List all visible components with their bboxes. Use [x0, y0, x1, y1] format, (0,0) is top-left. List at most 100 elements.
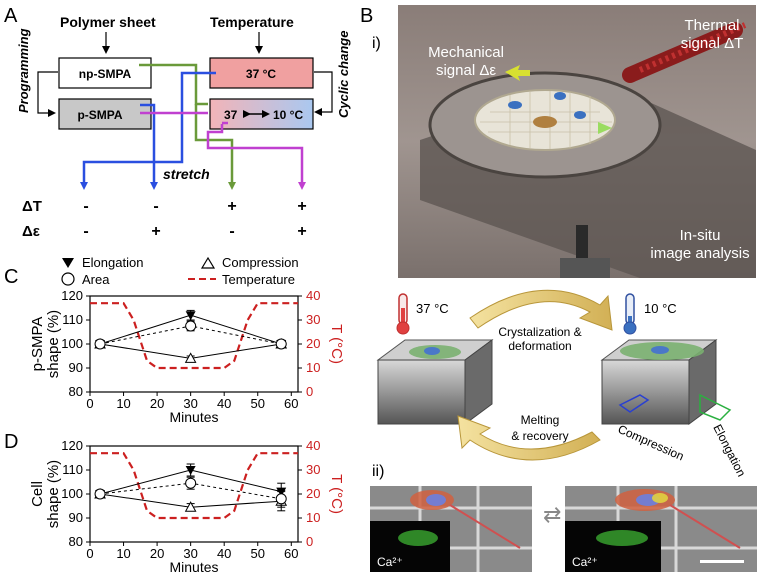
y-tick-label: 110	[62, 312, 83, 327]
de-value-1: -	[83, 223, 88, 240]
de-value-4: +	[297, 223, 306, 240]
programming-arrow	[37, 71, 58, 117]
elongation-label: Elongation	[710, 422, 748, 479]
green-connector	[139, 63, 208, 106]
dt-value-4: +	[297, 198, 306, 215]
blue-arrow-left	[80, 71, 216, 190]
legend-area-marker	[61, 272, 75, 286]
compression-point	[184, 501, 197, 512]
box-left	[376, 339, 494, 425]
green-arrow-render	[598, 122, 612, 134]
y-axis-label-line2: shape (%)	[45, 310, 62, 378]
panel-label-c: C	[4, 266, 18, 288]
y2-tick-label: 40	[306, 288, 320, 303]
temperature-line	[90, 452, 298, 520]
microscope-body	[560, 258, 610, 278]
x-tick-label: 0	[86, 396, 93, 411]
x-tick-label: 50	[251, 396, 265, 411]
legend-compression-marker	[200, 256, 216, 269]
row-de-label: Δε	[22, 223, 40, 240]
area-point	[94, 488, 106, 500]
legend-compression: Compression	[222, 255, 299, 270]
legend-area: Area	[82, 272, 110, 287]
panel-label-a: A	[4, 5, 18, 27]
melt-label: Melting	[521, 413, 560, 427]
x-tick-label: 20	[150, 396, 164, 411]
x-tick-label: 60	[284, 546, 298, 561]
np-smpa-label: np-SMPA	[79, 67, 132, 81]
cycle-10-label: 10 °C	[273, 108, 303, 122]
area-point	[185, 477, 197, 489]
y2-axis-label: T (°C)	[328, 474, 345, 514]
panel-label-d: D	[4, 431, 18, 453]
x-tick-label: 10	[116, 396, 130, 411]
ca-label-1: Ca²⁺	[377, 555, 403, 569]
x-axis-label: Minutes	[169, 409, 218, 425]
y-tick-label: 110	[62, 462, 83, 477]
thermal-coil	[622, 22, 747, 83]
arrow-cooling	[469, 289, 613, 331]
p-smpa-label: p-SMPA	[77, 108, 122, 122]
y2-tick-label: 0	[306, 534, 313, 549]
mechanical-label-2: signal Δε	[436, 62, 496, 79]
insitu-label-2: image analysis	[650, 245, 749, 262]
temperature-line	[90, 302, 298, 370]
thermometer-10	[623, 293, 637, 335]
dt-value-1: -	[83, 198, 88, 215]
legend: Elongation Compression Area Temperature	[61, 255, 299, 287]
compression-label: Compression	[616, 422, 686, 464]
y-tick-label: 100	[61, 486, 83, 501]
y-axis-label-line1: p-SMPA	[29, 317, 46, 372]
area-point	[185, 320, 197, 332]
cell-a	[508, 101, 522, 109]
y-tick-label: 100	[61, 336, 83, 351]
y2-tick-label: 10	[306, 360, 320, 375]
cryst-label-2: deformation	[508, 339, 571, 353]
elongation-point	[185, 466, 196, 475]
p-smpa-box	[58, 98, 152, 130]
green-arrow	[194, 104, 236, 190]
thermal-label: Thermal	[684, 17, 739, 34]
x-tick-label: 20	[150, 546, 164, 561]
y-tick-label: 90	[69, 360, 83, 375]
cell-b	[554, 92, 566, 100]
mechanical-label: Mechanical	[428, 44, 504, 61]
panel-b: B i) Mechanical signal Δε Thermal signal…	[360, 5, 757, 572]
thermal-label-2: signal ΔT	[681, 35, 744, 52]
x-tick-label: 30	[183, 546, 197, 561]
label-ii: ii)	[372, 463, 384, 480]
area-point	[275, 493, 287, 505]
programming-label: Programming	[16, 28, 31, 113]
de-value-3: -	[229, 223, 234, 240]
dt-value-3: +	[227, 198, 236, 215]
label-i: i)	[372, 35, 381, 52]
insitu-label: In-situ	[680, 227, 721, 244]
y-axis-label-line2: shape (%)	[45, 460, 62, 528]
elongation-point	[185, 311, 196, 321]
polymer-sheet-label: Polymer sheet	[60, 14, 156, 30]
temperature-label: Temperature	[210, 14, 294, 30]
cell-c	[574, 111, 586, 119]
melt-label-2: & recovery	[511, 429, 568, 443]
plot-frame	[89, 445, 299, 543]
y-tick-label: 120	[61, 288, 83, 303]
x-tick-label: 0	[86, 546, 93, 561]
area-point	[275, 338, 287, 350]
y2-tick-label: 20	[306, 336, 320, 351]
reversible-symbol: ⇄	[543, 502, 561, 527]
legend-elongation: Elongation	[82, 255, 143, 270]
b-37-label: 37 °C	[416, 301, 449, 316]
x-tick-label: 50	[251, 546, 265, 561]
microscope-objective	[576, 225, 588, 265]
stretch-label: stretch	[163, 166, 210, 182]
cyclic-arrow	[314, 71, 333, 116]
panel-label-b: B	[360, 5, 373, 27]
y-tick-label: 120	[61, 438, 83, 453]
arrow-heating	[457, 415, 601, 461]
x-tick-label: 40	[217, 546, 231, 561]
micrograph-right	[565, 486, 757, 572]
de-value-2: +	[151, 223, 160, 240]
